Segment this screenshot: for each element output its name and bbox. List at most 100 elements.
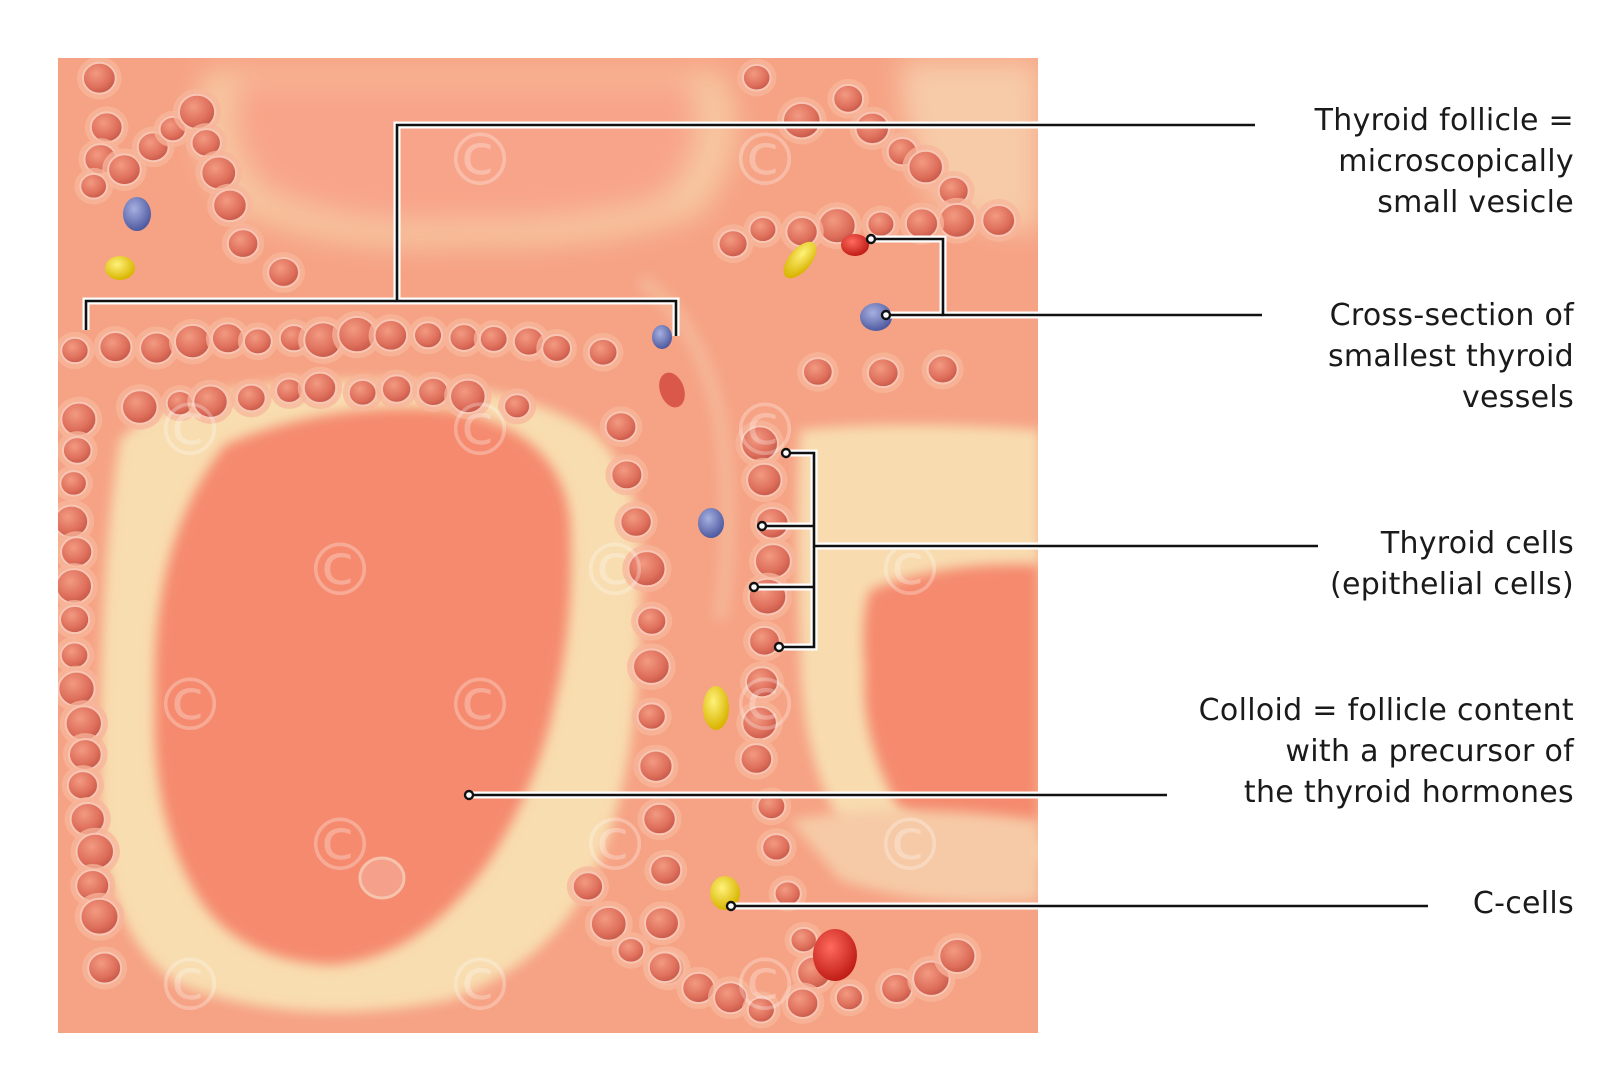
cell-nucleus	[627, 550, 667, 588]
cell-nucleus	[739, 743, 774, 775]
vessels-leader-line	[871, 237, 1262, 317]
cell-nucleus	[789, 926, 818, 954]
copyright-watermark: ©	[729, 943, 801, 1027]
cell-nucleus	[242, 327, 273, 356]
cell-nucleus	[636, 606, 668, 636]
cell-nucleus	[58, 670, 96, 707]
cell-nucleus	[748, 216, 778, 244]
follicle-bracket	[84, 299, 678, 336]
colloid-pointer-dot	[463, 789, 475, 801]
cell-nucleus	[907, 149, 944, 185]
cell-nucleus	[773, 880, 802, 907]
cell-nucleus	[616, 937, 646, 964]
cell-nucleus	[449, 378, 487, 415]
copyright-watermark: ©	[444, 663, 516, 747]
lower-right-colloid	[790, 810, 1038, 903]
label-c-cells: C-cells	[1473, 883, 1574, 924]
cell-nucleus	[79, 897, 120, 936]
cell-nucleus	[58, 568, 93, 605]
cell-nucleus	[192, 384, 229, 419]
copyright-watermark: ©	[444, 943, 516, 1027]
cell-nucleus	[636, 702, 667, 731]
cell-nucleus	[938, 937, 977, 975]
blue-nucleus-marker	[652, 325, 672, 349]
red-blood-cell-marker	[841, 234, 869, 256]
cells-comb	[779, 451, 816, 649]
cell-nucleus	[59, 470, 88, 497]
copyright-watermark: ©	[154, 388, 226, 472]
cell-nucleus	[267, 256, 301, 288]
label-line: small vesicle	[1377, 185, 1574, 220]
cell-pointer-dot	[773, 641, 785, 653]
label-thyroid-cells: Thyroid cells (epithelial cells)	[1330, 523, 1574, 605]
cell-nucleus	[761, 833, 792, 862]
blue-vessel-cell-marker	[860, 303, 892, 331]
cell-nucleus	[60, 536, 94, 568]
cell-nucleus	[302, 371, 338, 405]
cell-nucleus	[904, 207, 940, 240]
red-nucleus	[659, 372, 685, 408]
cell-nucleus	[87, 951, 123, 985]
cell-nucleus	[866, 357, 900, 389]
cell-nucleus	[413, 321, 444, 350]
copyright-watermark: ©	[729, 388, 801, 472]
cell-nucleus	[587, 337, 619, 367]
cell-nucleus	[632, 648, 671, 685]
copyright-watermark: ©	[729, 118, 801, 202]
cell-nucleus	[604, 411, 638, 443]
label-line: (epithelial cells)	[1329, 567, 1574, 602]
copyright-watermark: ©	[154, 943, 226, 1027]
cell-nucleus	[717, 229, 749, 259]
upper-follicle-colloid	[197, 70, 736, 247]
cell-nucleus	[642, 802, 677, 836]
colloid-vacuole	[358, 856, 406, 900]
cell-nucleus	[647, 951, 682, 984]
leader-dots	[463, 233, 892, 912]
cell-nucleus	[79, 172, 109, 200]
ccell-pointer-dot	[725, 900, 737, 912]
yellow-nucleus-marker	[783, 241, 817, 279]
label-line: smallest thyroid	[1327, 339, 1574, 374]
cell-nucleus	[785, 216, 819, 248]
cell-nucleus	[619, 506, 653, 538]
label-line: Thyroid follicle =	[1314, 103, 1574, 138]
cell-nucleus	[748, 625, 781, 657]
cell-nucleus	[373, 319, 409, 352]
cell-nucleus	[75, 832, 115, 871]
copyright-watermark: ©	[874, 528, 946, 612]
cell-nucleus	[832, 83, 865, 114]
cell-pointer-dot	[748, 581, 760, 593]
cell-nucleus	[347, 378, 378, 407]
cell-nucleus	[541, 333, 573, 363]
cell-nucleus	[785, 987, 820, 1019]
label-line: microscopically	[1338, 144, 1574, 179]
cell-nucleus	[173, 323, 212, 360]
cell-nucleus	[81, 61, 117, 95]
copyright-watermark: ©	[579, 803, 651, 887]
cell-nucleus	[571, 871, 605, 902]
copyright-watermark: ©	[579, 528, 651, 612]
cell-nucleus	[802, 357, 834, 387]
cell-pointer-dot	[780, 447, 792, 459]
vessel-pointer-dot	[865, 233, 877, 245]
cell-nucleus	[981, 204, 1017, 237]
cell-nucleus	[782, 101, 822, 140]
cell-nucleus	[503, 393, 532, 420]
follicle-leader-line	[395, 123, 1255, 301]
copyright-watermark: ©	[874, 803, 946, 887]
copyright-watermark: ©	[444, 118, 516, 202]
right-follicle-colloid	[863, 564, 1038, 841]
label-thyroid-follicle: Thyroid follicle = microscopically small…	[1315, 100, 1574, 223]
watermarks: ©©©©©©©©©©©©©©©©©	[154, 118, 946, 1027]
label-line: with a precursor of	[1285, 734, 1574, 769]
label-line: the thyroid hormones	[1243, 775, 1574, 810]
cell-nucleus	[235, 383, 267, 413]
label-line: vessels	[1462, 380, 1574, 415]
cell-nucleus	[98, 331, 133, 364]
cell-nucleus	[589, 905, 628, 942]
copyright-watermark: ©	[729, 663, 801, 747]
red-blood-cell-marker	[813, 929, 857, 981]
cell-nucleus	[938, 202, 976, 239]
label-line: Cross-section of	[1329, 298, 1574, 333]
